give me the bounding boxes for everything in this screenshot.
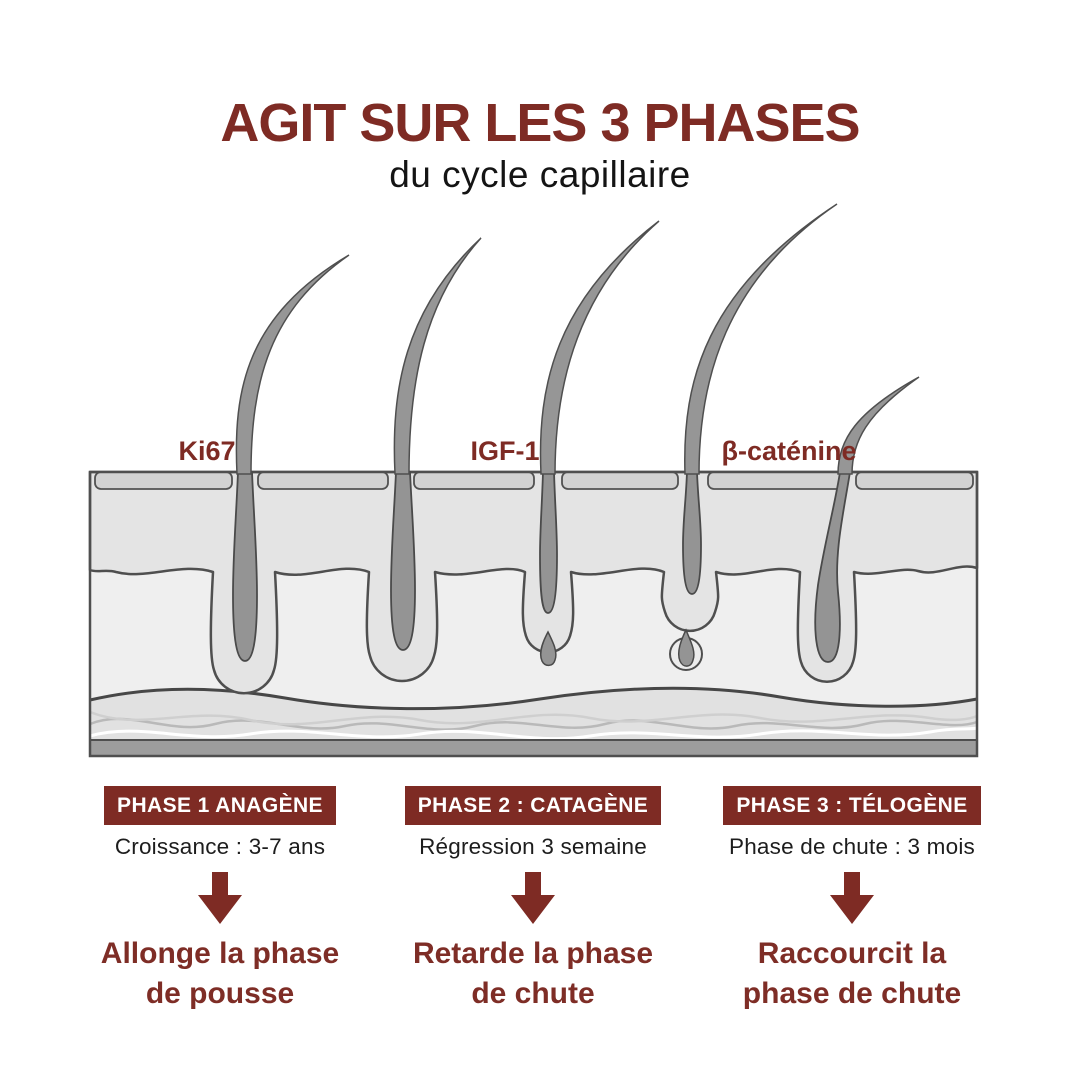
page-subtitle: du cycle capillaire	[389, 154, 691, 195]
marker-label-igf1: IGF-1	[470, 436, 540, 466]
hair-shaft-2	[393, 237, 482, 475]
phase-effect: Allonge la phase de pousse	[60, 934, 380, 1013]
club-droplet-2	[677, 628, 695, 667]
marker-label-beta-catenine: β-caténine	[721, 436, 857, 466]
epidermis-layer	[88, 470, 979, 695]
hypodermis-contour	[89, 686, 978, 711]
hypodermis-layer	[90, 688, 977, 741]
hair-shaft-1	[235, 254, 350, 475]
phase-effect-line: Raccourcit la	[757, 937, 947, 970]
marker-label-ki67: Ki67	[178, 436, 236, 466]
hair-root-anagen-2	[390, 471, 416, 651]
phase-duration: Croissance : 3-7 ans	[114, 834, 326, 859]
hair-root-anagen-1	[232, 471, 258, 662]
phase-duration: Régression 3 semaine	[419, 834, 647, 859]
fiber-wave-white	[89, 726, 978, 741]
phase-badge: PHASE 2 : CATAGÈNE	[404, 786, 662, 825]
phase-duration: Phase de chute : 3 mois	[729, 834, 975, 859]
hair-shaft-3	[539, 220, 660, 475]
fiber-wave-gray	[89, 717, 978, 731]
phase-badge: PHASE 3 : TÉLOGÈNE	[723, 786, 981, 825]
hair-roots	[232, 471, 852, 663]
phase-column-anagen: PHASE 1 ANAGÈNE Croissance : 3-7 ans All…	[60, 786, 380, 1013]
phase-effect-line: Retarde la phase	[412, 937, 654, 970]
epidermis-caps	[94, 471, 974, 490]
arrow-down-icon	[373, 872, 693, 924]
phase-column-catagen: PHASE 2 : CATAGÈNE Régression 3 semaine …	[373, 786, 693, 1013]
page-title: AGIT SUR LES 3 PHASES	[220, 93, 860, 153]
phase-effect: Raccourcit la phase de chute	[692, 934, 1012, 1013]
phase-effect-line: phase de chute	[742, 976, 962, 1010]
phase-effect-line: de chute	[471, 976, 595, 1010]
hair-root-catagen-1	[539, 471, 558, 614]
hair-shaft-4	[684, 203, 838, 475]
hair-root-catagen-2	[682, 471, 702, 595]
arrow-down-icon	[60, 872, 380, 924]
skin-border	[88, 470, 979, 758]
hair-root-telogen	[814, 471, 852, 663]
phase-column-telogen: PHASE 3 : TÉLOGÈNE Phase de chute : 3 mo…	[692, 786, 1012, 1013]
club-droplet-1	[539, 630, 557, 667]
phase-effect: Retarde la phase de chute	[373, 934, 693, 1013]
dermis-layer	[90, 472, 977, 756]
arrow-down-icon	[692, 872, 1012, 924]
phase-effect-line: de pousse	[145, 976, 295, 1010]
phase-effect-line: Allonge la phase	[100, 937, 340, 970]
dermal-papilla-circle	[669, 637, 703, 671]
fiber-wave-light	[89, 710, 978, 726]
hair-shafts	[235, 203, 920, 475]
phase-badge: PHASE 1 ANAGÈNE	[104, 786, 336, 825]
base-bar	[89, 739, 978, 757]
